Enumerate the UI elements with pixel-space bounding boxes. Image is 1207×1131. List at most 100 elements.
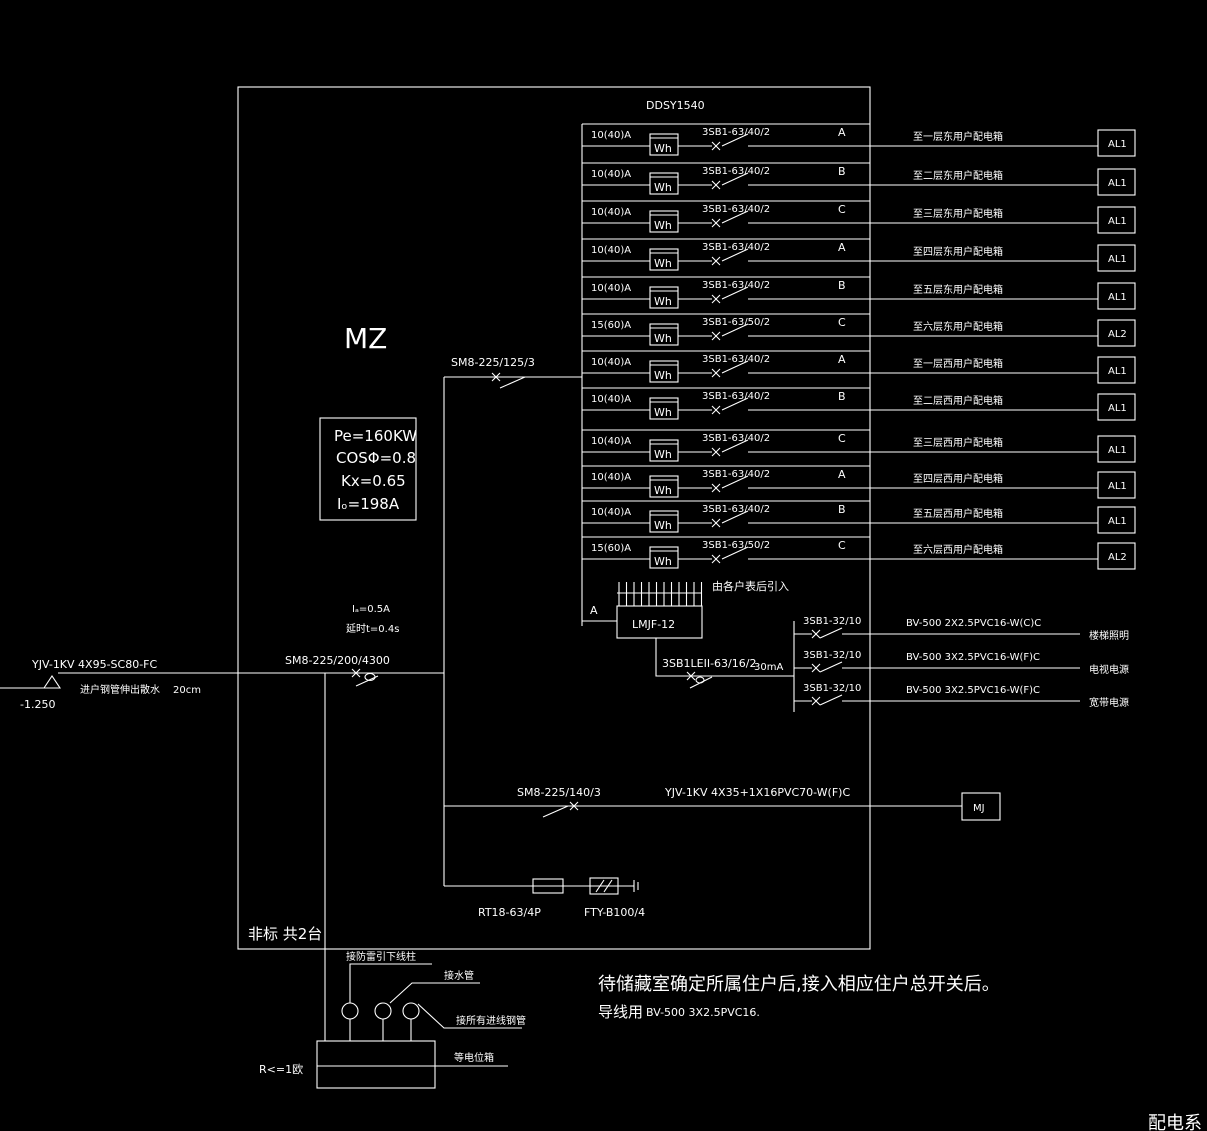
lightning-label: 接防雷引下线柱 <box>346 950 416 963</box>
destination-label: 至五层西用户配电箱 <box>913 507 1003 520</box>
user-box <box>1097 168 1136 196</box>
equipotential-label: 等电位箱 <box>454 1051 494 1064</box>
breaker-contact-icon <box>721 323 749 337</box>
spd-icon <box>589 877 619 895</box>
breaker-contact-icon <box>819 694 843 706</box>
meter-branch-breaker: SM8-225/125/3 <box>451 356 535 369</box>
incoming-distance: 20cm <box>173 685 201 696</box>
phase-label: A <box>838 241 846 254</box>
incoming-note: 进户钢管伸出散水 <box>80 683 160 696</box>
level-marker-icon <box>42 675 62 689</box>
user-box <box>1097 319 1136 347</box>
kwh-meter-icon <box>649 133 679 156</box>
mj-box <box>961 792 1001 821</box>
meter-label: Wh <box>654 332 672 345</box>
incoming-cable: YJV-1KV 4X95-SC80-FC <box>31 658 158 671</box>
user-box-label: AL1 <box>1108 292 1127 303</box>
kwh-meter-icon <box>649 475 679 498</box>
destination-label: 至四层东用户配电箱 <box>913 245 1003 258</box>
breaker-contact-icon <box>721 248 749 262</box>
param-kx: Kx=0.65 <box>341 472 406 490</box>
destination-label: 至六层东用户配电箱 <box>913 320 1003 333</box>
kwh-meter-icon <box>649 439 679 462</box>
lmjf-trip: 30mA <box>754 662 783 673</box>
meter-rating: 15(60)A <box>591 320 631 331</box>
meter-branch-breaker-icon <box>491 372 526 389</box>
phase-label: C <box>838 203 846 216</box>
residual-current: Iₐ=0.5A <box>352 604 390 615</box>
branch-breaker: 3SB1-63/40/2 <box>702 280 770 291</box>
destination-label: 至二层东用户配电箱 <box>913 169 1003 182</box>
meter-rating: 10(40)A <box>591 394 631 405</box>
phase-label: B <box>838 165 846 178</box>
branch-breaker: 3SB1-63/40/2 <box>702 433 770 444</box>
destination-label: 至二层西用户配电箱 <box>913 394 1003 407</box>
phase-label: B <box>838 279 846 292</box>
meter-label: Wh <box>654 519 672 532</box>
public-destination: 楼梯照明 <box>1089 629 1129 642</box>
breaker-contact-icon <box>721 397 749 411</box>
user-box <box>1097 244 1136 272</box>
meter-label: Wh <box>654 295 672 308</box>
breaker-contact-icon <box>721 475 749 489</box>
note-line-2-cable: BV-500 3X2.5PVC16. <box>646 1006 760 1019</box>
breaker-contact-icon <box>721 546 749 560</box>
meter-label: Wh <box>654 142 672 155</box>
pipe-label: 接所有进线钢管 <box>456 1014 526 1027</box>
corner-title: 配电系 <box>1148 1113 1202 1131</box>
breaker-contact-icon <box>721 439 749 453</box>
lmjf-feed-ticks <box>618 582 703 606</box>
mj-box-label: MJ <box>973 803 985 814</box>
branch-breaker: 3SB1-63/50/2 <box>702 540 770 551</box>
destination-label: 至六层西用户配电箱 <box>913 543 1003 556</box>
fuse-label: RT18-63/4P <box>478 906 541 919</box>
branch-breaker: 3SB1-63/40/2 <box>702 127 770 138</box>
kwh-meter-icon <box>649 248 679 271</box>
incoming-pipe-icon <box>402 1002 420 1020</box>
destination-label: 至四层西用户配电箱 <box>913 472 1003 485</box>
main-breaker: SM8-225/200/4300 <box>285 654 390 667</box>
branch-breaker: 3SB1-63/40/2 <box>702 166 770 177</box>
meter-rating: 10(40)A <box>591 169 631 180</box>
phase-label: B <box>838 503 846 516</box>
phase-label: C <box>838 539 846 552</box>
public-destination: 电视电源 <box>1089 663 1129 676</box>
user-box <box>1097 282 1136 310</box>
meter-label: Wh <box>654 181 672 194</box>
main-breaker-icon <box>351 668 379 687</box>
branch-breaker: 3SB1-63/40/2 <box>702 204 770 215</box>
equipotential-box <box>316 1040 436 1089</box>
meter-box-label: LMJF-12 <box>632 618 675 631</box>
user-box-label: AL1 <box>1108 366 1127 377</box>
user-box <box>1097 542 1136 570</box>
destination-label: 至一层东用户配电箱 <box>913 130 1003 143</box>
user-box-label: AL1 <box>1108 139 1127 150</box>
breaker-contact-icon <box>721 210 749 224</box>
mj-breaker-icon <box>542 801 579 818</box>
kwh-meter-icon <box>649 546 679 569</box>
lmjf-breaker-icon <box>686 671 713 689</box>
meter-rating: 10(40)A <box>591 472 631 483</box>
lightning-down-conductor-icon <box>341 1002 359 1020</box>
param-cos: COSΦ=0.8 <box>336 449 416 467</box>
branch-breaker: 3SB1-63/40/2 <box>702 469 770 480</box>
meter-rating: 15(60)A <box>591 543 631 554</box>
branch-breaker: 3SB1-63/50/2 <box>702 317 770 328</box>
meter-rating: 10(40)A <box>591 436 631 447</box>
meter-rating: 10(40)A <box>591 130 631 141</box>
phase-label: B <box>838 390 846 403</box>
user-box <box>1097 471 1136 499</box>
water-pipe-icon <box>374 1002 392 1020</box>
note-line-1: 待储藏室确定所属住户后,接入相应住户总开关后。 <box>598 974 1000 995</box>
public-cable: BV-500 3X2.5PVC16-W(F)C <box>906 685 1040 696</box>
user-box-label: AL1 <box>1108 178 1127 189</box>
user-box-label: AL1 <box>1108 445 1127 456</box>
earth-resistance: R<=1欧 <box>259 1063 303 1076</box>
